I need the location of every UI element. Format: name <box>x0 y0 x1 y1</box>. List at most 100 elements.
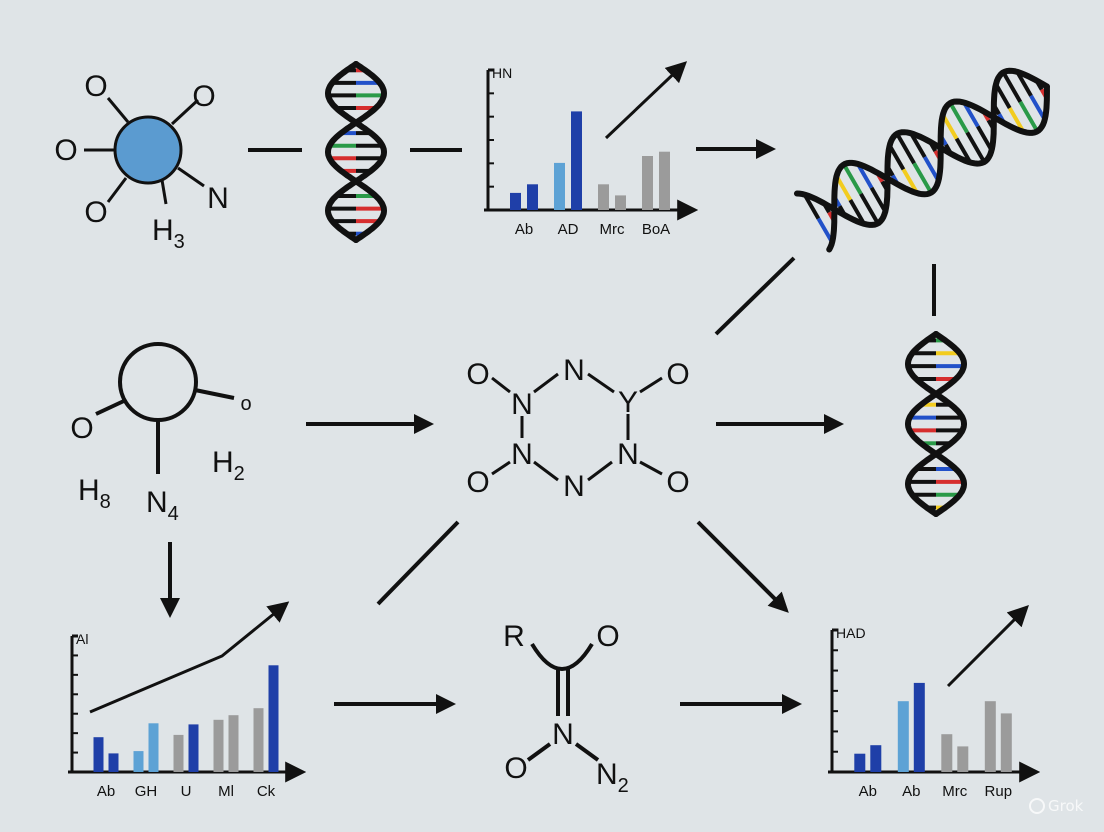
base-pair <box>1001 71 1023 103</box>
base-pair <box>1015 70 1033 97</box>
base-pair <box>848 199 866 225</box>
bar <box>615 195 626 210</box>
bar <box>93 737 104 772</box>
helix-strand <box>904 331 968 517</box>
base-pair <box>901 168 919 195</box>
bar <box>527 184 538 210</box>
x-tick-label: AD <box>558 221 579 238</box>
base-pair <box>802 193 821 220</box>
bar <box>268 665 279 772</box>
molecule-3: O N O N Y N N O N O <box>466 354 689 503</box>
atom-label: O <box>466 466 489 499</box>
watermark: Grok <box>1029 797 1084 815</box>
atom-label: O <box>666 358 689 391</box>
formula-label: H2 <box>212 446 245 485</box>
connector-line <box>376 520 460 606</box>
x-tick-label: Ab <box>97 783 115 800</box>
atom-label: Y <box>618 386 638 419</box>
base-pair <box>994 83 1012 109</box>
x-tick-label: BoA <box>642 221 670 238</box>
base-pair <box>842 163 863 195</box>
base-pair <box>965 131 986 163</box>
helix-strand <box>904 331 968 517</box>
watermark-icon <box>1029 798 1045 814</box>
atom-label: O <box>666 466 689 499</box>
bar <box>108 753 119 772</box>
atom-label: O <box>84 196 107 229</box>
bar <box>642 156 653 210</box>
helix-strand <box>324 61 388 243</box>
bar <box>913 682 925 772</box>
base-pair <box>976 125 994 152</box>
base-pair <box>962 101 980 128</box>
base-pair <box>887 144 906 171</box>
atom-label: R <box>503 620 525 653</box>
bar <box>957 746 969 772</box>
x-tick-label: Mrc <box>600 221 625 238</box>
base-pair <box>856 162 874 189</box>
dna-helix-1 <box>324 61 388 243</box>
bar <box>659 151 670 210</box>
ring <box>118 342 198 422</box>
atom-label: o <box>240 393 251 415</box>
chart-title: HN <box>492 65 512 81</box>
bar <box>253 708 264 772</box>
base-pair <box>941 113 959 140</box>
formula-label: H8 <box>78 474 111 513</box>
atom-label: N <box>511 388 533 421</box>
x-tick-label: Rup <box>985 783 1013 800</box>
x-tick-label: U <box>181 783 192 800</box>
x-tick-label: GH <box>135 783 158 800</box>
x-tick-label: Ck <box>257 783 276 800</box>
atom-label: O <box>84 70 107 103</box>
bar <box>1000 713 1012 772</box>
base-pair <box>954 137 973 164</box>
base-pair <box>816 217 834 244</box>
atom-sphere <box>113 115 183 185</box>
formula-label: H3 <box>152 214 185 253</box>
bar <box>854 753 866 772</box>
base-pair <box>834 175 853 201</box>
helix-strand <box>324 61 388 243</box>
bar <box>173 734 184 772</box>
x-tick-label: Ab <box>859 783 877 800</box>
atom-label: N <box>552 718 574 751</box>
trend-arrow <box>604 61 688 140</box>
x-tick-label: Ml <box>218 783 234 800</box>
bar <box>554 162 565 210</box>
bar <box>228 715 239 772</box>
helix-strand <box>793 67 1050 228</box>
bar <box>598 184 609 210</box>
x-tick-label: Ab <box>515 221 533 238</box>
base-pair <box>1018 100 1040 133</box>
trend-arrow <box>946 605 1029 688</box>
chart-title: Al <box>76 631 88 647</box>
bar <box>571 111 582 210</box>
watermark-text: Grok <box>1048 797 1084 815</box>
bar <box>188 724 199 772</box>
chart-title: HAD <box>836 625 866 641</box>
bar <box>213 719 224 772</box>
formula-label: N4 <box>146 486 179 525</box>
helix-strand <box>826 83 1050 253</box>
bar <box>133 751 144 772</box>
atom-label: N <box>207 182 229 215</box>
dna-helix-3 <box>904 331 968 517</box>
x-tick-label: Ab <box>902 783 920 800</box>
bar <box>148 723 159 772</box>
base-pair <box>1029 94 1047 121</box>
bar <box>941 734 953 772</box>
dna-helix-2 <box>793 67 1050 253</box>
bar <box>510 192 521 210</box>
atom-label: O <box>596 620 619 653</box>
base-pair <box>948 102 969 134</box>
trend-line <box>89 601 290 714</box>
atom-label: O <box>70 412 93 445</box>
bar <box>870 745 882 772</box>
atom-label: N <box>617 438 639 471</box>
bar-chart-1: HN Ab AD Mrc BoA <box>484 61 699 238</box>
molecule-2: O o H8 H2 N4 <box>70 342 252 525</box>
